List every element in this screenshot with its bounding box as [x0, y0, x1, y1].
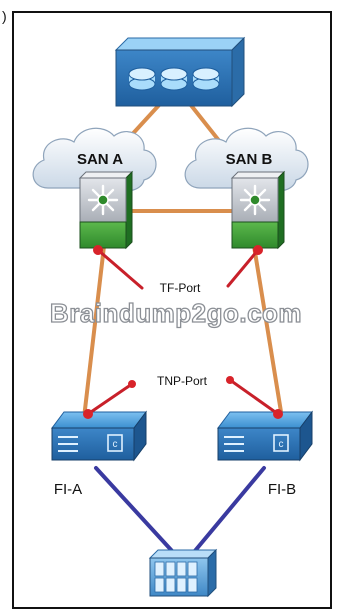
- watermark: Braindump2go.com: [50, 298, 302, 328]
- svg-text:c: c: [113, 439, 118, 450]
- link-fi-b-to-chassis: [182, 466, 266, 566]
- tf-port-markers: [93, 245, 263, 290]
- fi-a-label: FI-A: [54, 481, 82, 498]
- link-san-b-to-fi-b: [252, 244, 284, 420]
- tnp-port-dot: [273, 409, 283, 419]
- tf-port-dot: [93, 245, 103, 255]
- fabric-interconnect-icon: c: [217, 410, 313, 462]
- ethernet-links: [94, 466, 266, 566]
- svg-text:c: c: [279, 439, 284, 450]
- tnp-port-dot: [226, 376, 234, 384]
- fi-b-label: FI-B: [268, 481, 296, 498]
- diagram-frame: [12, 11, 332, 609]
- corner-mark-left: ): [2, 8, 7, 24]
- storage-array-icon: [114, 36, 246, 108]
- tnp-port-markers: [83, 376, 283, 419]
- san-b-label: SAN B: [226, 151, 273, 168]
- blade-chassis-icon: [148, 548, 218, 598]
- tnp-port-label: TNP-Port: [157, 374, 208, 388]
- san-a-label: SAN A: [77, 151, 123, 168]
- tf-port-label: TF-Port: [160, 281, 201, 295]
- fabric-interconnect-icon: c: [51, 410, 147, 462]
- mds-switch-icon: [78, 170, 134, 250]
- tnp-port-dot: [128, 380, 136, 388]
- link-fi-a-to-chassis: [94, 466, 186, 566]
- tnp-port-dot: [83, 409, 93, 419]
- link-san-a-to-fi-a: [82, 244, 106, 420]
- mds-switch-icon: [230, 170, 286, 250]
- tf-port-dot: [253, 245, 263, 255]
